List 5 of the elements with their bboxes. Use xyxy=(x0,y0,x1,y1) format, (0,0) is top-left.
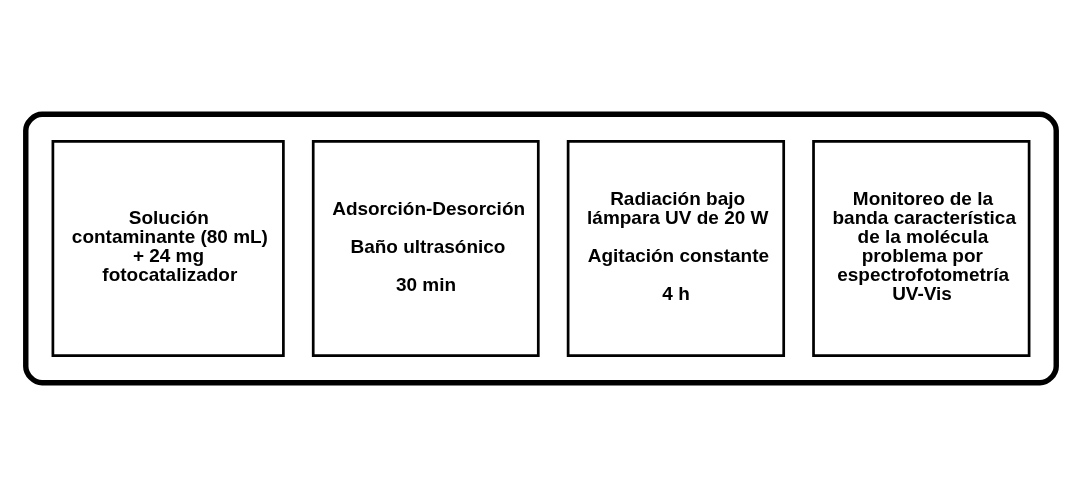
cluster xyxy=(23,111,1059,386)
node-box: Solución contaminante (80 mL) + 24 mg fotocatalizador xyxy=(51,140,285,357)
node-box: Monitoreo de la banda característica de la molécula problema por espectrofotometría UV-Vis xyxy=(812,140,1031,357)
node-box: Adsorción-Desorción Baño ultrasónico 30 min xyxy=(311,140,540,357)
node-box: Radiación bajo lámpara UV de 20 W Agitación constante 4 h xyxy=(566,140,786,357)
